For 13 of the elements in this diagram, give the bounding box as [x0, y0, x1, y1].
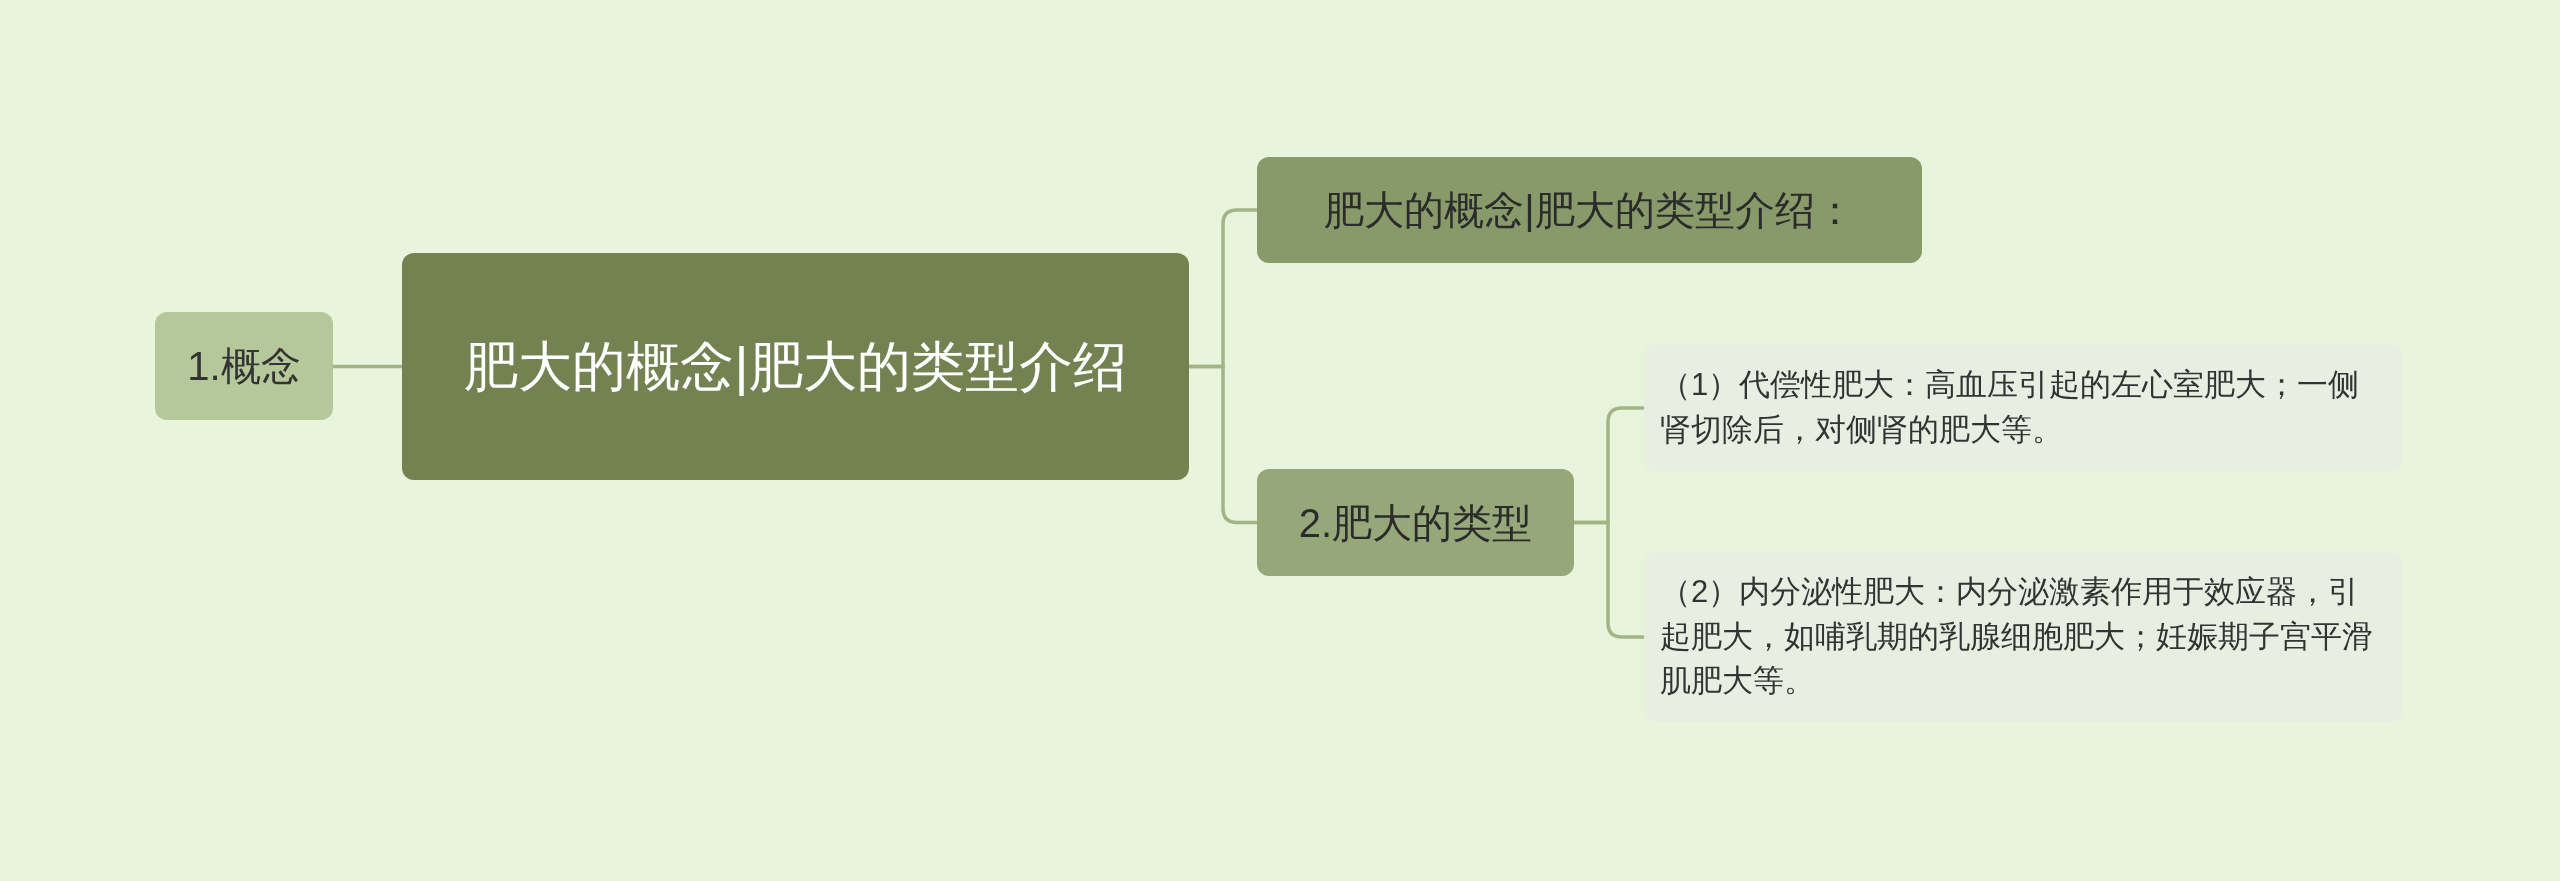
- node-text: 肥大的概念|肥大的类型介绍: [463, 335, 1128, 399]
- topic-box: [1257, 469, 1574, 576]
- central-topic-box: [402, 253, 1189, 480]
- topic-box: [1257, 157, 1922, 263]
- topic-box: [155, 312, 333, 420]
- connector-line: [333, 364, 402, 369]
- node-text: 1.概念: [186, 343, 302, 390]
- node-text: 肥大的概念|肥大的类型介绍：: [1323, 187, 1856, 234]
- node-text: 2.肥大的类型: [1297, 499, 1534, 547]
- node-text: （2）内分泌性肥大：内分泌激素作用于效应器，引起肥大，如哺乳期的乳腺细胞肥大；妊娠期子宫平滑肌肥大等。: [1660, 572, 2374, 701]
- subtopic-box: [1644, 344, 2403, 472]
- subtopic-box: [1644, 552, 2403, 722]
- node-text: （1）代偿性肥大：高血压引起的左心室肥大；一侧肾切除后，对侧肾的肥大等。: [1660, 366, 2361, 449]
